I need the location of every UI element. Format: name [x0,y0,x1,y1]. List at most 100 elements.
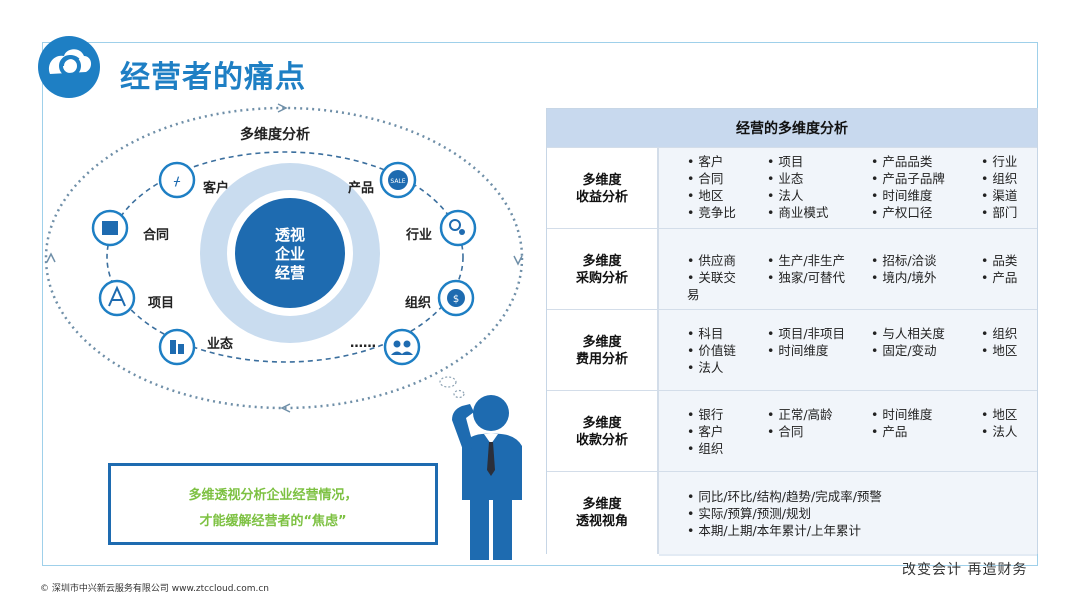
node-label-customer: 客户 [203,181,230,196]
table-row: 多维度采购分析 • 供应商• 关联交易 • 生产/非生产 • 独家/可替代 • 招… [547,228,1037,312]
row-body: • 科目 • 价值链 • 法人 • 项目/非项目• 时间维度 • 与人相关度 • 固定… [659,310,1037,393]
list-item: • 组织 [981,326,1018,341]
row-col: • 同比/环比/结构/趋势/完成率/预警• 实际/预算/预测/规划• 本期/上期… [687,488,882,539]
row-col: • 组织• 地区 [981,325,1017,359]
list-item: • 境内/境外 [871,270,937,285]
list-item: • 本期/上期/本年累计/上年累计 [687,523,861,538]
inner-node-ring [106,151,464,363]
center-line-3: 经营 [274,264,305,282]
svg-text:ᚋ: ᚋ [173,174,181,188]
list-item: • 项目 [767,154,804,169]
row-body: • 银行• 客户• 组织 • 正常/高龄• 合同 • 时间维度• 产品 • 地区… [659,391,1037,474]
row-head-line: 透视视角 [575,514,628,529]
row-col: • 产品品类• 产品子品牌• 时间维度• 产权口径 [871,153,945,221]
row-col: • 生产/非生产 • 独家/可替代 [767,252,845,286]
node-label-more: …… [350,336,376,351]
row-col: • 项目/非项目• 时间维度 [767,325,845,359]
list-item: • 法人 [767,188,804,203]
row-col: • 客户• 合同• 地区• 竞争比 [687,153,736,221]
node-industry-icon [439,209,477,247]
center-label: 透视 企业 经营 [248,226,332,283]
table-title: 经营的多维度分析 [547,109,1037,147]
list-item: • 合同 [687,171,724,186]
analysis-table: 经营的多维度分析 多维度收益分析 • 客户• 合同• 地区• 竞争比 • 项目•… [546,108,1038,556]
list-item: • 组织 [687,441,724,456]
message-box: 多维透视分析企业经营情况， 才能缓解经营者的“焦虑” [108,463,438,545]
list-item: • 价值链 [687,343,736,358]
list-item: • 法人 [687,360,724,375]
row-head-line: 多维度 [582,415,622,431]
node-customer-icon: ᚋ [158,161,196,199]
message-line-1: 多维透视分析企业经营情况， [188,488,358,503]
list-item: • 法人 [981,424,1018,439]
row-head-line: 采购分析 [575,270,628,286]
outer-cycle-ring [44,106,524,410]
row-head: 多维度收益分析 [547,148,659,229]
row-head-line: 收款分析 [575,432,628,448]
row-head: 多维度费用分析 [547,310,659,391]
list-item: • 项目/非项目 [767,326,846,341]
list-item: • 生产/非生产 [767,253,846,268]
list-item: • 产品子品牌 [871,171,945,186]
row-col: • 招标/洽谈 • 境内/境外 [871,252,937,286]
list-item: • 实际/预算/预测/规划 [687,506,811,521]
row-col: • 地区• 法人 [981,406,1017,440]
arrow-bottom-icon [280,403,291,413]
arrow-right-icon [513,255,523,266]
diagram-title: 多维度分析 [240,127,310,143]
row-body: • 同比/环比/结构/趋势/完成率/预警• 实际/预算/预测/规划• 本期/上期… [659,472,1037,556]
row-col: • 项目 • 业态 • 法人 • 商业模式 [767,153,828,221]
list-item: • 时间维度 [871,188,933,203]
node-label-business: 业态 [207,337,234,352]
company-logo-icon [38,36,100,98]
node-project-icon [98,279,136,317]
list-item: • 关联交 [687,270,736,285]
page-title: 经营者的痛点 [120,60,306,95]
row-head: 多维度采购分析 [547,229,659,310]
arrow-left-icon [46,252,56,263]
list-item: • 固定/变动 [871,343,937,358]
row-head-line: 多维度 [582,497,622,512]
node-label-organization: 组织 [405,296,432,311]
list-item: • 业态 [767,171,804,186]
list-item: • 地区 [687,188,724,203]
row-col: • 供应商• 关联交易 [687,252,736,303]
row-col: • 时间维度• 产品 [871,406,932,440]
row-col: • 行业• 组织• 渠道• 部门 [981,153,1017,221]
row-head: 多维度透视视角 [547,472,659,554]
row-col: • 正常/高龄• 合同 [767,406,833,440]
slogan-text: 改变会计 再造财务 [902,562,1028,578]
list-item: • 产品 [981,270,1018,285]
list-item: • 产权口径 [871,205,933,220]
row-col: • 科目 • 价值链 • 法人 [687,325,736,376]
node-label-industry: 行业 [406,228,433,243]
list-item: • 行业 [981,154,1018,169]
center-line-2: 企业 [274,245,305,263]
node-label-contract: 合同 [143,228,170,243]
row-head: 多维度收款分析 [547,391,659,472]
list-item: • 部门 [981,205,1018,220]
list-item: • 银行 [687,407,724,422]
list-item: • 科目 [687,326,724,341]
list-item: • 与人相关度 [871,326,945,341]
list-item: • 时间维度 [871,407,933,422]
node-contract-icon [91,209,129,247]
copyright-text: © 深圳市中兴新云服务有限公司 www.ztccloud.com.cn [40,584,270,594]
row-col: • 与人相关度 • 固定/变动 [871,325,945,359]
list-item: • 独家/可替代 [767,270,846,285]
node-more-icon [383,328,421,366]
list-item: • 招标/洽谈 [871,253,937,268]
list-item: • 品类 [981,253,1018,268]
node-label-product: 产品 [348,181,375,196]
svg-text:SALE: SALE [390,178,405,185]
table-row: 多维度收款分析 • 银行• 客户• 组织 • 正常/高龄• 合同 • 时间维度•… [547,390,1037,474]
row-head-line: 多维度 [582,253,622,269]
list-item: • 组织 [981,171,1018,186]
node-product-icon: SALE [379,161,417,199]
message-line-2: 才能缓解经营者的“焦虑” [199,514,347,529]
row-col: • 品类 • 产品 [981,252,1017,286]
list-item: • 商业模式 [767,205,829,220]
thinking-businessman-icon [452,395,522,560]
table-row: 多维度收益分析 • 客户• 合同• 地区• 竞争比 • 项目• 业态• 法人• … [547,147,1037,231]
table-row: 多维度费用分析 • 科目 • 价值链 • 法人 • 项目/非项目• 时间维度 • 与… [547,309,1037,393]
